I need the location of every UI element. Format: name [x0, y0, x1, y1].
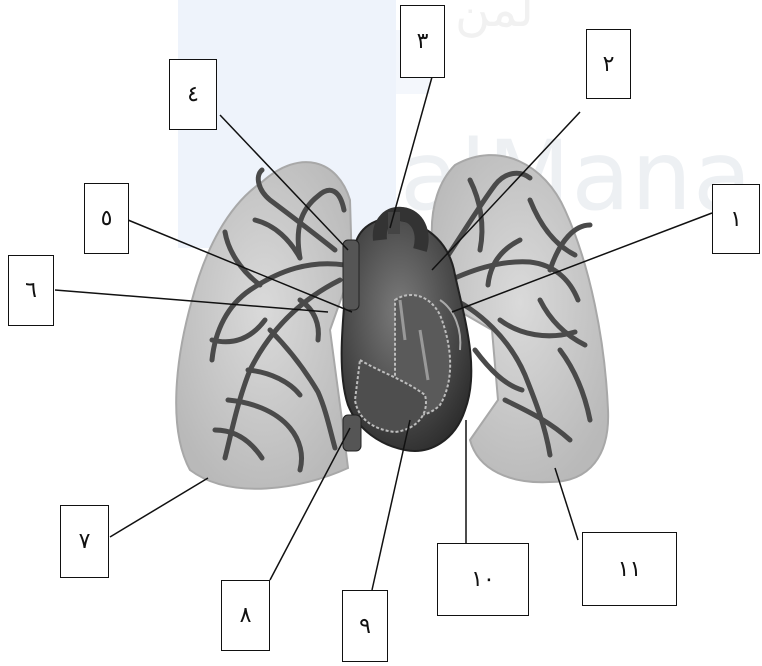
label-3: ٣ [400, 5, 445, 78]
label-4: ٤ [169, 59, 217, 130]
right-lung [176, 162, 352, 489]
label-9: ٩ [342, 590, 388, 662]
label-6: ٦ [8, 255, 54, 326]
label-1: ١ [712, 184, 760, 254]
label-8: ٨ [221, 580, 270, 651]
label-2: ٢ [586, 29, 631, 99]
label-5: ٥ [84, 183, 129, 254]
label-10: ١٠ [437, 543, 529, 616]
label-11: ١١ [582, 532, 677, 606]
label-7: ٧ [60, 505, 109, 578]
